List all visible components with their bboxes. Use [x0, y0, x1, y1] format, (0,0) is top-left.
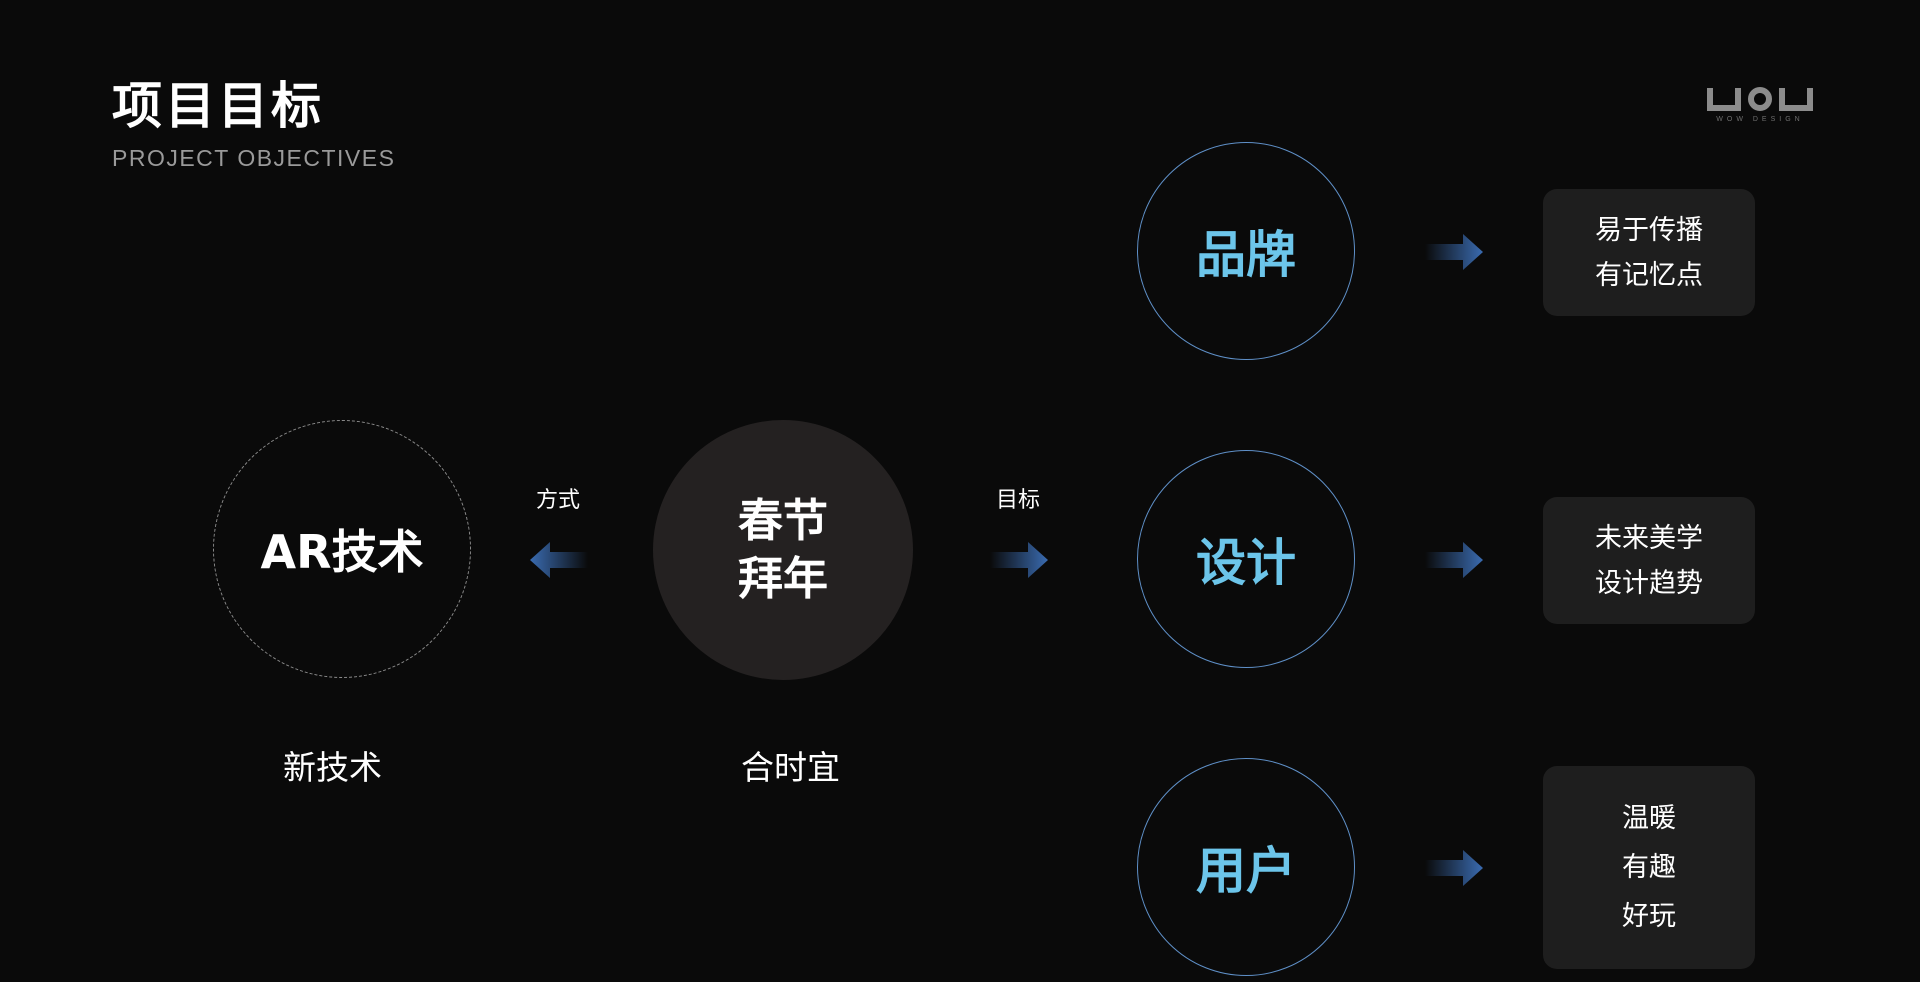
logo-text: WOW DESIGN: [1716, 116, 1804, 123]
goal-label: 目标: [996, 488, 1041, 513]
arrow-right-icon: [1425, 234, 1483, 270]
brand-label: 品牌: [1196, 226, 1296, 284]
brand-desc-line: 有记忆点: [1595, 259, 1703, 291]
center-line-2: 拜年: [737, 552, 828, 605]
spring-festival-circle: 春节 拜年: [653, 420, 913, 680]
ar-circle-label: AR技术: [260, 525, 424, 579]
arrow-right-icon: [1425, 542, 1483, 578]
center-line-1: 春节: [737, 494, 828, 547]
page-title: 项目目标: [112, 77, 324, 135]
user-description-box: 温暖 有趣 好玩: [1543, 766, 1755, 969]
center-caption: 合时宜: [741, 748, 840, 787]
user-label: 用户: [1196, 842, 1296, 900]
brand-circle: 品牌: [1137, 142, 1355, 360]
brand-description-box: 易于传播 有记忆点: [1543, 189, 1755, 316]
user-desc-line: 好玩: [1622, 901, 1676, 932]
design-desc-line: 未来美学: [1595, 522, 1703, 554]
user-desc-line: 温暖: [1622, 803, 1676, 834]
ar-technology-circle: AR技术: [213, 420, 471, 678]
design-circle: 设计: [1137, 450, 1355, 668]
method-label: 方式: [536, 488, 581, 513]
wow-logo-icon: [1707, 87, 1813, 111]
user-desc-line: 有趣: [1622, 852, 1676, 883]
design-label: 设计: [1196, 534, 1296, 592]
brand-desc-line: 易于传播: [1595, 214, 1703, 246]
user-circle: 用户: [1137, 758, 1355, 976]
page-subtitle: PROJECT OBJECTIVES: [112, 145, 396, 171]
arrow-right-icon: [1425, 850, 1483, 886]
arrow-left-icon: [530, 542, 588, 578]
design-desc-line: 设计趋势: [1595, 567, 1703, 599]
ar-caption: 新技术: [283, 748, 382, 787]
arrow-right-icon: [990, 542, 1048, 578]
design-description-box: 未来美学 设计趋势: [1543, 497, 1755, 624]
